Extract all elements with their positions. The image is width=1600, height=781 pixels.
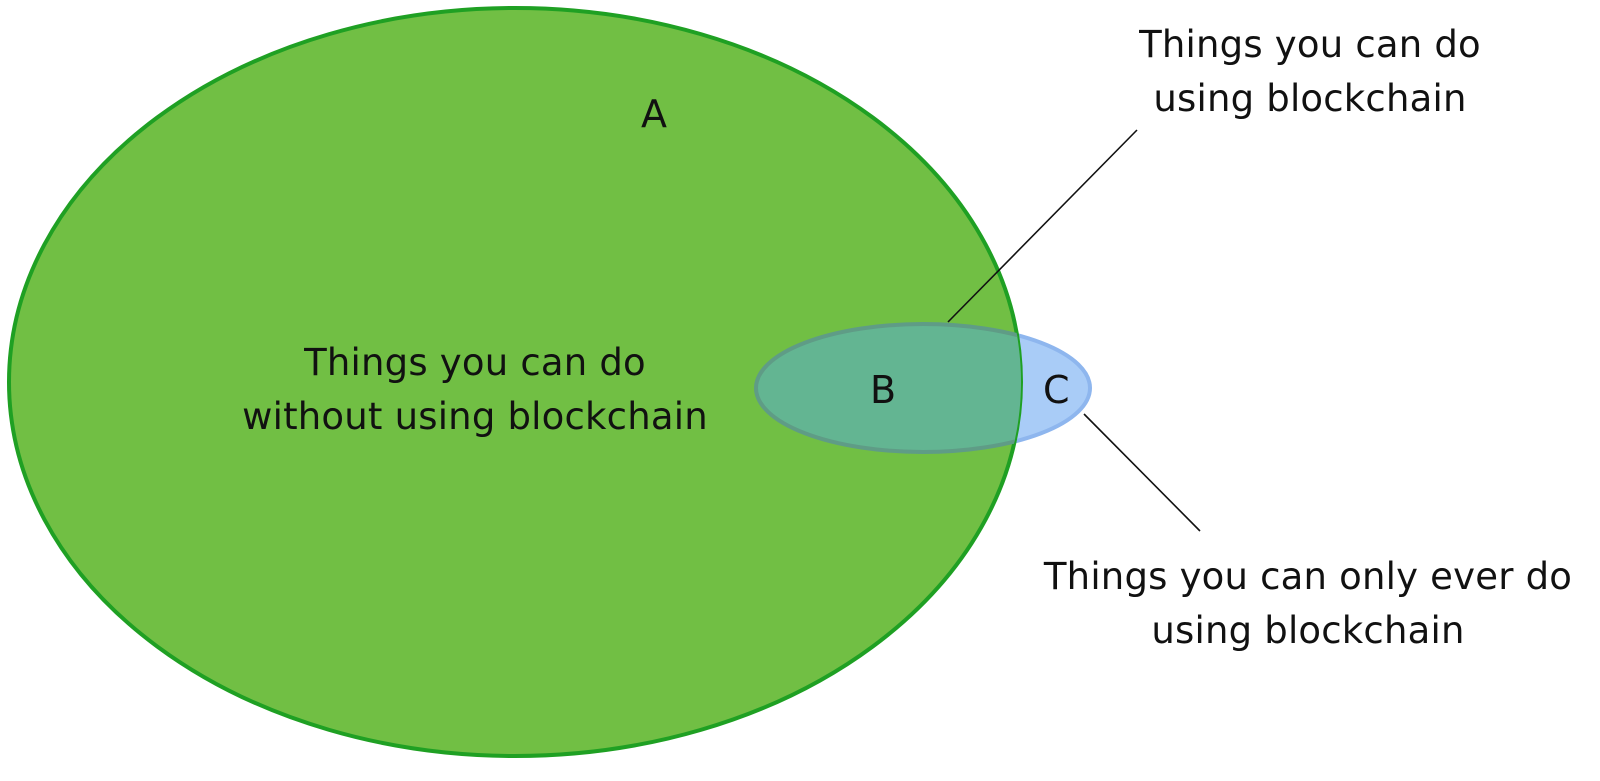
leader-line-bottom [1083, 413, 1201, 532]
label-with-blockchain-line2: using blockchain [1153, 77, 1467, 120]
overlap-region-b [754, 322, 1021, 454]
label-without-blockchain: Things you can do without using blockcha… [205, 336, 745, 444]
label-with-blockchain-line1: Things you can do [1139, 23, 1481, 66]
label-with-blockchain: Things you can do using blockchain [1080, 18, 1540, 126]
label-only-blockchain: Things you can only ever do using blockc… [1018, 550, 1598, 658]
label-without-blockchain-line2: without using blockchain [242, 395, 708, 438]
label-only-blockchain-line2: using blockchain [1151, 609, 1465, 652]
label-only-blockchain-line1: Things you can only ever do [1043, 555, 1573, 598]
label-without-blockchain-line1: Things you can do [304, 341, 646, 384]
region-label-a: A [641, 92, 667, 136]
region-label-c: C [1043, 368, 1070, 412]
region-label-b: B [870, 368, 897, 412]
leader-line-top [947, 129, 1138, 323]
